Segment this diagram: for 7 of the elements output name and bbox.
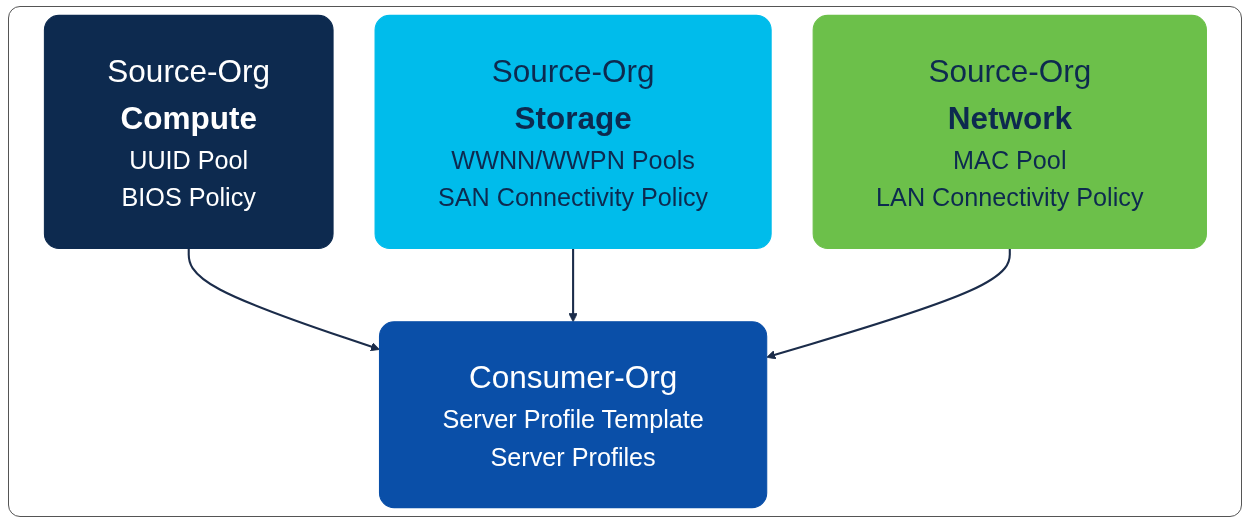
arrow	[568, 248, 578, 323]
node-box	[374, 14, 772, 249]
node-box	[378, 321, 767, 509]
node-box	[43, 14, 334, 249]
arrow	[187, 248, 380, 352]
diagram-frame: Source-Org Compute UUID Pool BIOS Policy Source-Org Storage WWNN/WWPN Pools SAN Connectivity Policy Source-Org Network MAC Pool LAN Connectivity Policy Consumer-Org Server Profile Template Server Profiles	[8, 6, 1242, 517]
node-box	[812, 14, 1207, 249]
